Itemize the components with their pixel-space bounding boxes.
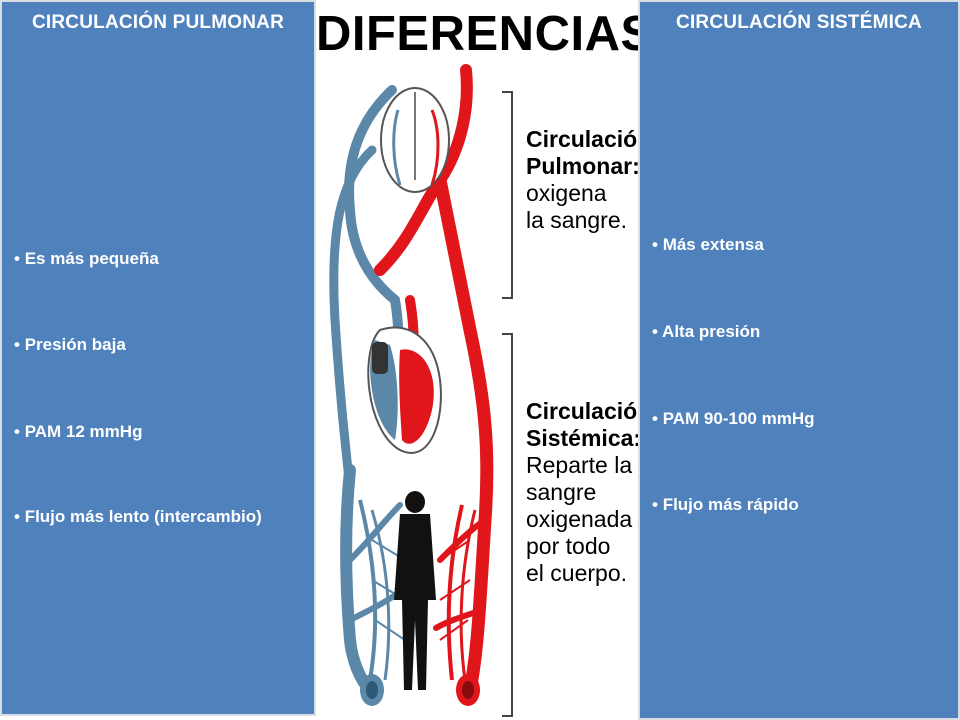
lungs	[380, 87, 450, 193]
list-item: PAM 12 mmHg	[14, 419, 306, 445]
list-item: Es más pequeña	[14, 246, 306, 272]
systemic-panel-title: CIRCULACIÓN SISTÉMICA	[676, 12, 922, 33]
venous-vessel	[329, 145, 377, 475]
list-item: Flujo más lento (intercambio)	[14, 504, 306, 530]
list-item: Presión baja	[14, 332, 306, 358]
heart	[367, 326, 442, 454]
systemic-label: Circulación Sistémica: Reparte la sangre…	[526, 398, 651, 587]
systemic-text-4: por todo	[526, 533, 611, 559]
list-item: PAM 90-100 mmHg	[652, 406, 950, 432]
pulmonary-bracket	[502, 91, 513, 299]
arterial-vessel	[437, 517, 488, 563]
arterial-vessel	[433, 173, 494, 697]
systemic-heading-1: Circulación	[526, 398, 652, 424]
list-item: Flujo más rápido	[652, 492, 950, 518]
venous-vessel	[340, 464, 376, 696]
pulmonary-text-2: la sangre.	[526, 207, 628, 233]
pulmonary-label: Circulación Pulmonar: oxigena la sangre.	[526, 126, 651, 234]
systemic-heading-2: Sistémica:	[526, 425, 642, 451]
pulmonary-heading-2: Pulmonar:	[526, 153, 640, 179]
body-capillaries	[358, 499, 477, 681]
venous-vessel	[344, 85, 400, 305]
pulmonary-heading-1: Circulación	[526, 126, 652, 152]
systemic-text-3: oxigenada	[526, 506, 633, 532]
vessel-ends	[360, 674, 480, 706]
pulmonary-text-1: oxigena	[526, 180, 607, 206]
systemic-text-5: el cuerpo.	[526, 560, 628, 586]
page-title: DIFERENCIAS	[316, 7, 654, 61]
human-figure	[394, 491, 436, 690]
systemic-bracket	[502, 333, 513, 717]
systemic-text-1: Reparte la	[526, 452, 633, 478]
systemic-panel: CIRCULACIÓN SISTÉMICA Más extensa Alta p…	[638, 0, 960, 720]
pulmonary-panel-title: CIRCULACIÓN PULMONAR	[31, 12, 285, 33]
list-item: Más extensa	[652, 232, 950, 258]
pulmonary-panel: CIRCULACIÓN PULMONAR Es más pequeña Pres…	[0, 0, 316, 716]
systemic-text-2: sangre	[526, 479, 597, 505]
list-item: Alta presión	[652, 319, 950, 345]
arterial-vessel	[433, 607, 485, 631]
